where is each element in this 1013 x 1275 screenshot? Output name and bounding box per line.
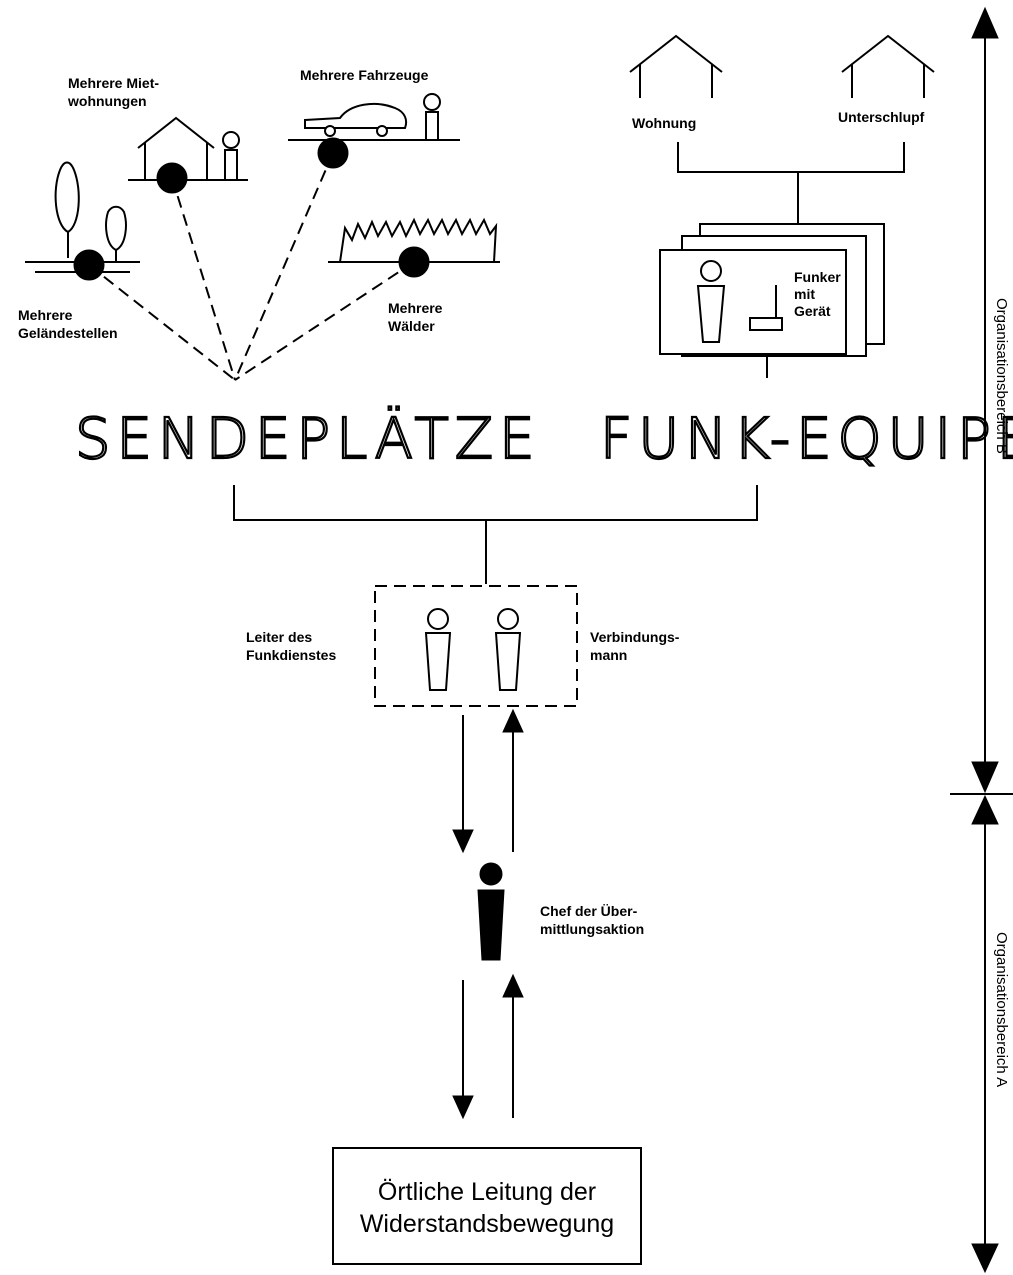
apartment-site-pictogram — [128, 118, 248, 193]
vehicle-site-pictogram — [288, 94, 460, 168]
radio-teams-heading: FUNK-EQUIPEN — [600, 407, 1013, 472]
transmit-sites-heading: SENDEPLÄTZE — [75, 407, 541, 472]
local-leadership-line1: Örtliche Leitung der — [378, 1178, 596, 1206]
liaison-label-line1: Verbindungs- — [590, 629, 680, 645]
shelter-connector — [678, 142, 904, 224]
forests-label-line2: Wälder — [388, 318, 435, 334]
hideout-label: Unterschlupf — [838, 109, 925, 125]
liaison-figure-icon — [496, 609, 520, 690]
radio-head-label-line2: Funkdienstes — [246, 647, 336, 663]
forest-site-pictogram — [328, 220, 500, 277]
up-arrow-icon — [503, 975, 523, 1118]
terrain-label-line2: Geländestellen — [18, 325, 118, 341]
site-connections — [89, 153, 414, 380]
hideout-house-icon — [842, 36, 934, 98]
chief-label-line1: Chef der Über- — [540, 903, 638, 919]
radio-leadership-box — [375, 586, 577, 706]
terrain-site-pictogram — [25, 163, 140, 281]
terrain-label-line1: Mehrere — [18, 307, 73, 323]
radio-head-label-line1: Leiter des — [246, 629, 312, 645]
radio-head-figure-icon — [426, 609, 450, 690]
liaison-label-line2: mann — [590, 647, 627, 663]
radio-operator-body-icon — [698, 286, 724, 342]
area-b-label: Organisationsbereich B — [993, 298, 1010, 454]
chief-figure-icon — [478, 863, 504, 960]
vehicles-label: Mehrere Fahrzeuge — [300, 67, 429, 83]
up-arrow-icon — [503, 710, 523, 852]
operator-label-line3: Gerät — [794, 303, 831, 319]
forests-label-line1: Mehrere — [388, 300, 443, 316]
chief-label-line2: mittlungsaktion — [540, 921, 644, 937]
operator-label-line2: mit — [794, 286, 815, 302]
radio-device-icon — [750, 318, 782, 330]
home-house-icon — [630, 36, 722, 98]
groups-connector — [234, 485, 757, 584]
radio-operator-head-icon — [701, 261, 721, 281]
area-a-label: Organisationsbereich A — [993, 932, 1010, 1087]
radio-team-stack — [660, 224, 884, 378]
operator-label-line1: Funker — [794, 269, 841, 285]
down-arrow-icon — [453, 980, 473, 1118]
apartments-label-line2: wohnungen — [67, 93, 147, 109]
local-leadership-line2: Widerstandsbewegung — [360, 1210, 614, 1238]
apartments-label-line1: Mehrere Miet- — [68, 75, 159, 91]
local-leadership-box — [333, 1148, 641, 1264]
down-arrow-icon — [453, 715, 473, 852]
home-label: Wohnung — [632, 115, 696, 131]
